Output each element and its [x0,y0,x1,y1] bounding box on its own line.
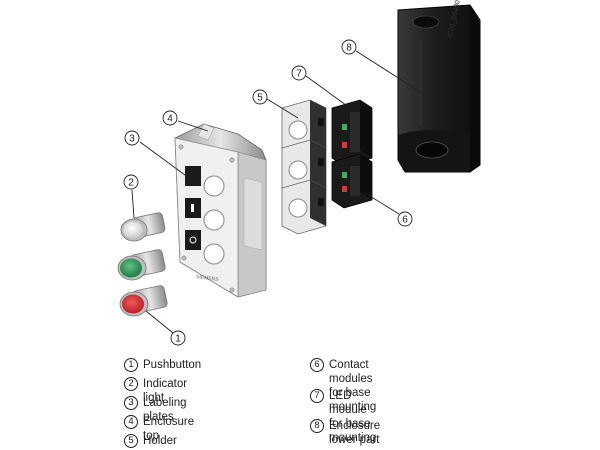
svg-text:6: 6 [402,215,408,226]
exploded-view-illustration: SIEMENS [117,0,481,346]
svg-text:8: 8 [346,43,352,54]
legend-item-2: 2 Indicator light [124,377,187,405]
legend-item-3: 3 Labeling plates [124,396,186,424]
callout-4: 4 [162,110,178,126]
legend-item-6: 6 Contact modules for base mounting [310,358,376,414]
callout-7: 7 [291,65,307,81]
legend-number: 5 [124,434,138,448]
legend-number: 1 [124,358,138,372]
callout-8: 8 [341,39,357,55]
legend-item-5: 5 Holder [124,434,177,448]
enclosure-lower-part [397,4,481,173]
legend-number: 8 [310,419,324,433]
legend-label: Contact modules for base mounting [329,359,377,413]
callout-3: 3 [124,130,140,146]
enclosure-top: SIEMENS [174,123,267,298]
legend-number: 2 [124,377,138,391]
legend-label: Holder [143,435,177,447]
legend-number: 7 [310,389,324,403]
legend-label: Enclosure lower part [329,420,381,446]
svg-text:2: 2 [128,178,134,189]
legend-number: 4 [124,415,138,429]
indicator-light [120,212,166,242]
legend-number: 6 [310,358,324,372]
legend-label: Enclosure top [143,416,195,442]
callout-5: 5 [252,89,268,105]
legend-item-8: 8 Enclosure lower part [310,419,380,447]
legend-label: LED module for base mounting [329,390,377,444]
svg-text:4: 4 [167,114,173,125]
holder-bottom [281,179,327,235]
legend-number: 3 [124,396,138,410]
callouts: 1 2 3 4 5 6 7 8 [123,39,413,346]
legend-label: Labeling plates [143,397,187,423]
svg-text:1: 1 [175,334,181,345]
legend-item-4: 4 Enclosure top [124,415,194,443]
callout-6: 6 [397,211,413,227]
brand-mark: SIEMENS [196,274,220,283]
svg-text:3: 3 [129,134,135,145]
pushbutton-green [117,249,166,281]
contact-modules [331,99,373,209]
svg-text:5: 5 [257,93,263,104]
legend-label: Indicator light [143,378,188,404]
svg-text:7: 7 [296,69,302,80]
leader-lines [131,50,426,334]
pushbutton-red [119,285,168,317]
legend-label: Pushbutton [143,359,202,371]
legend-item-1: 1 Pushbutton [124,358,201,372]
legend-item-7: 7 LED module for base mounting [310,389,376,445]
callout-1: 1 [170,330,186,346]
holders [281,99,327,235]
callout-2: 2 [123,174,139,190]
